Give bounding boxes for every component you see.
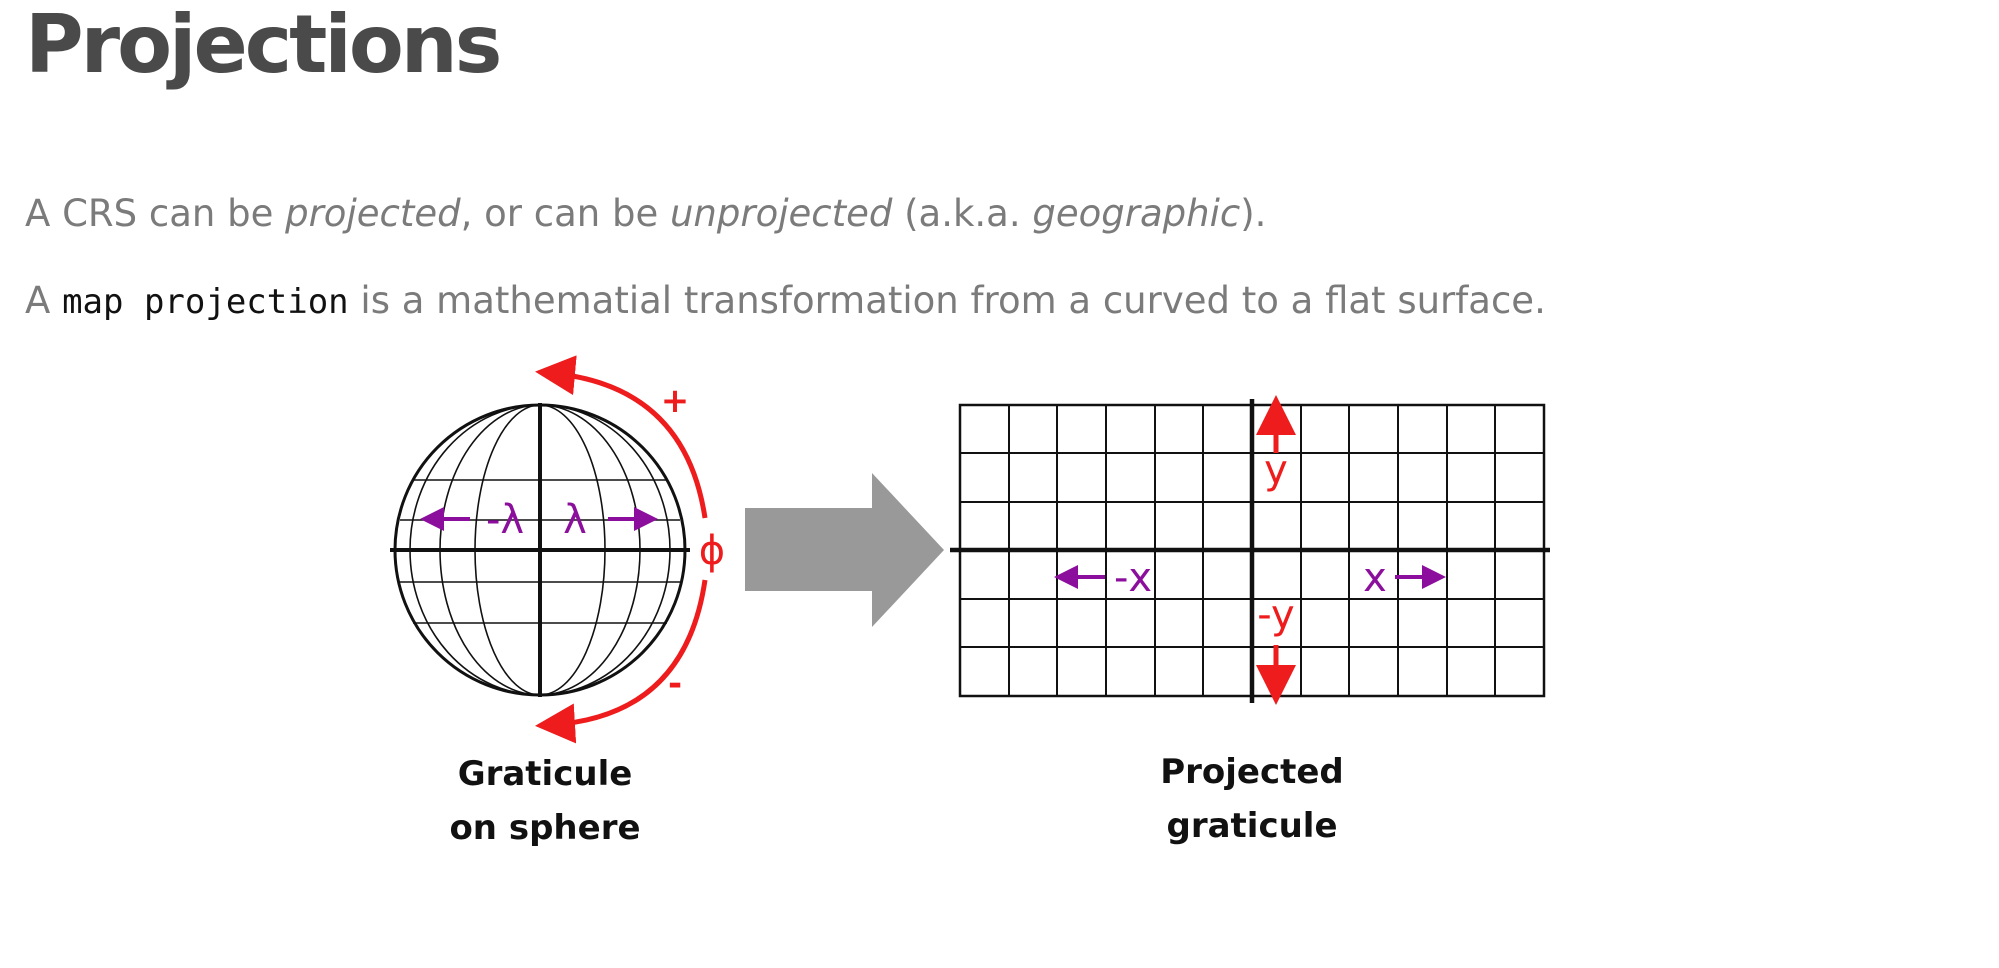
map-projection-code: map projection <box>62 282 349 322</box>
x-label: x <box>1363 555 1387 601</box>
phi-label: ϕ <box>699 528 725 574</box>
crs-term-projected: projected <box>285 192 461 235</box>
sphere-graticule: -λ λ ϕ + - Graticule on sphere <box>390 355 725 848</box>
lambda-label: λ <box>563 497 587 543</box>
slide-title: Projections <box>25 0 502 91</box>
projected-caption-line2: graticule <box>1166 806 1337 846</box>
projection-text-1: A <box>25 279 63 322</box>
projected-caption-line1: Projected <box>1160 752 1344 792</box>
crs-text-2: , or can be <box>460 192 670 235</box>
neg-x-label: -x <box>1114 555 1152 601</box>
sphere-caption-line2: on sphere <box>449 808 640 848</box>
crs-paragraph: A CRS can be projected, or can be unproj… <box>25 189 1266 239</box>
crs-text-1: A CRS can be <box>25 192 286 235</box>
transform-arrow-icon <box>745 473 944 627</box>
projection-text-2: is a mathematial transformation from a c… <box>348 279 1546 322</box>
neg-lambda-label: -λ <box>486 497 524 543</box>
minus-label: - <box>668 664 682 704</box>
plus-label: + <box>661 381 690 421</box>
projection-paragraph: A map projection is a mathematial transf… <box>25 276 1546 327</box>
projection-figure: -λ λ ϕ + - Graticule on sphere <box>360 355 1560 875</box>
y-label: y <box>1264 447 1288 493</box>
neg-y-label: -y <box>1257 592 1294 638</box>
sphere-caption-line1: Graticule <box>458 754 633 794</box>
crs-text-4: ). <box>1240 192 1267 235</box>
crs-term-geographic: geographic <box>1032 192 1241 235</box>
crs-text-3: (a.k.a. <box>892 192 1033 235</box>
projected-graticule: y -y -x x Projected graticule <box>950 395 1550 846</box>
crs-term-unprojected: unprojected <box>669 192 893 235</box>
